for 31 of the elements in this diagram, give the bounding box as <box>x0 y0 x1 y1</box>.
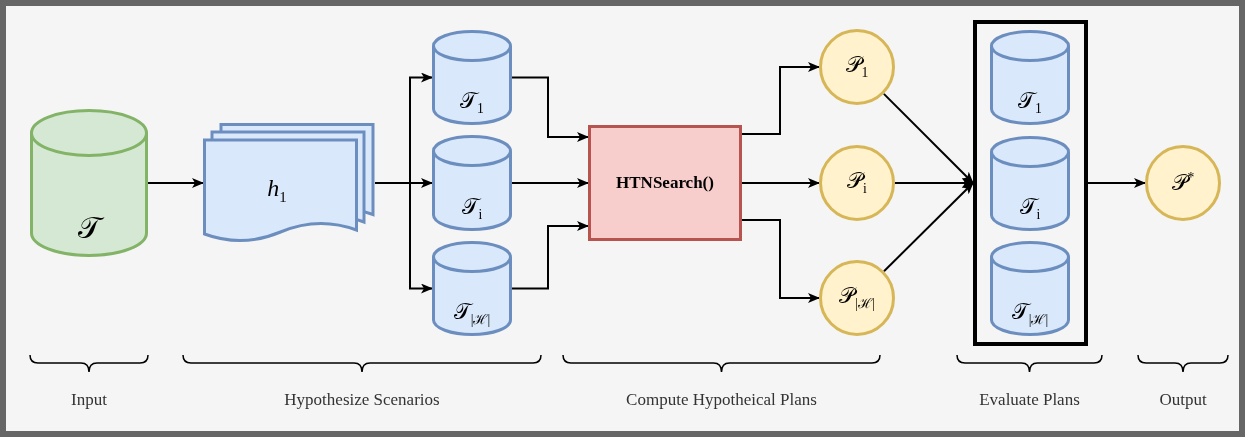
arrow <box>374 182 433 294</box>
arrow <box>882 92 974 184</box>
arrow <box>511 76 589 142</box>
math-symbol: 𝒫$_{|ℋ|}$ <box>839 284 875 312</box>
process-box <box>588 125 742 241</box>
arrow <box>741 178 820 188</box>
arrow <box>511 221 589 290</box>
stage-label: Hypothesize Scenarios <box>284 390 440 410</box>
math-symbol: 𝒯$_{|ℋ|}$ <box>453 299 491 327</box>
stage-label: Output <box>1159 390 1207 410</box>
arrow <box>741 62 820 135</box>
math-symbol: 𝒫$_{1}$ <box>845 53 869 81</box>
stage-label: Input <box>71 390 107 410</box>
math-symbol: h$_{1}$ <box>267 174 287 206</box>
stage-label: Evaluate Plans <box>979 390 1080 410</box>
math-symbol: 𝒯$_{i}$ <box>461 194 483 222</box>
math-symbol: 𝒯$_{|ℋ|}$ <box>1011 299 1049 327</box>
math-symbol: 𝒯$_{1}$ <box>1018 88 1042 116</box>
math-symbol: 𝒯$_{1}$ <box>460 88 484 116</box>
function-name: HTNSearch() <box>616 173 714 193</box>
math-symbol: 𝒫$_{i}$ <box>847 169 867 197</box>
math-symbol: 𝒯$_{i}$ <box>1019 194 1041 222</box>
arrow <box>894 178 974 188</box>
arrow <box>1087 178 1146 188</box>
group-frame <box>973 20 1088 346</box>
arrow <box>511 178 589 188</box>
arrow <box>741 219 820 303</box>
arrow <box>147 178 204 188</box>
math-symbol: 𝒫$^{*}$ <box>1171 170 1195 196</box>
stage-label: Compute Hypotheical Plans <box>626 390 817 410</box>
arrow <box>883 182 974 273</box>
